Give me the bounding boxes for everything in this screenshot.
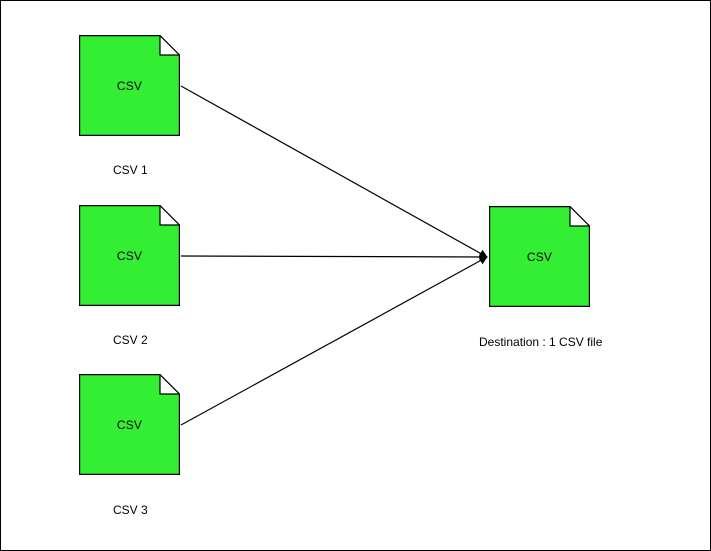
edge-csv3-destination: [180, 256, 488, 426]
edge-csv2-destination: [180, 252, 488, 262]
node-csv2[interactable]: CSV: [79, 205, 180, 306]
node-csv1-inner-label: CSV: [116, 78, 143, 93]
node-destination-caption: Destination : 1 CSV file: [479, 335, 603, 349]
edge-csv1-destination: [180, 85, 488, 258]
node-csv2-inner-label: CSV: [116, 248, 143, 263]
document-icon: [79, 205, 180, 306]
node-csv3[interactable]: CSV: [79, 374, 180, 475]
document-icon: [489, 206, 590, 307]
node-csv1-caption: CSV 1: [113, 163, 148, 177]
node-csv3-inner-label: CSV: [116, 417, 143, 432]
document-icon: [79, 374, 180, 475]
node-csv1[interactable]: CSV: [79, 35, 180, 136]
node-destination-inner-label: CSV: [526, 249, 553, 264]
node-csv2-caption: CSV 2: [113, 333, 148, 347]
node-csv3-caption: CSV 3: [113, 503, 148, 517]
document-icon: [79, 35, 180, 136]
node-destination[interactable]: CSV: [489, 206, 590, 307]
